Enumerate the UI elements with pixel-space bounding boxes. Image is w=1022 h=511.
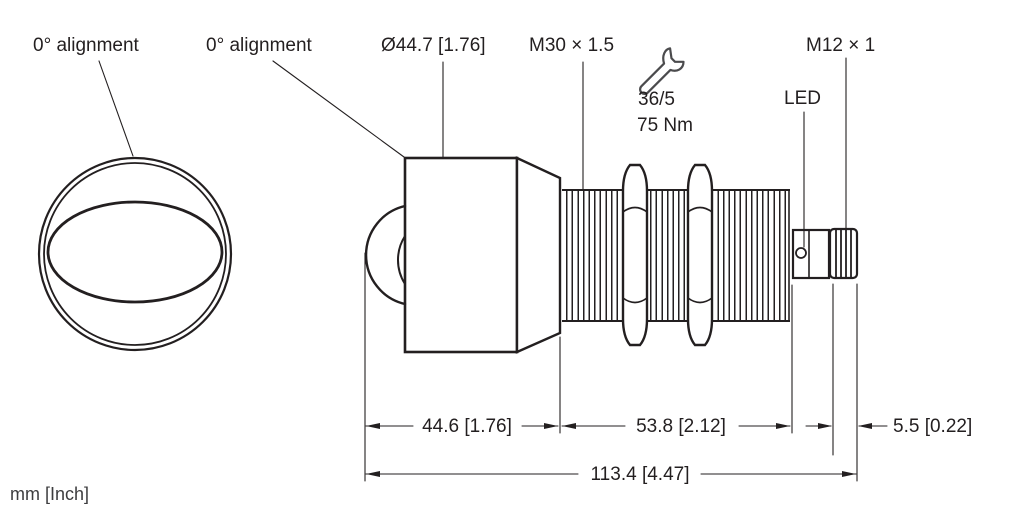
label-alignment-side: 0° alignment — [206, 35, 312, 56]
sensor-housing — [403, 156, 519, 354]
front-lens-ellipse — [46, 200, 224, 304]
hex-nut-1 — [621, 163, 649, 347]
m12-tip — [828, 227, 859, 280]
dimension-connector-tip: 5.5 [0.22] — [893, 416, 973, 437]
dimension-front-section: 44.6 [1.76] — [422, 416, 512, 437]
dimension-arrowheads — [366, 423, 872, 477]
label-alignment-front: 0° alignment — [33, 35, 139, 56]
wrench-icon — [639, 47, 685, 95]
dimension-overall: 113.4 [4.47] — [590, 464, 690, 485]
label-diameter: Ø44.7 [1.76] — [381, 35, 486, 56]
label-torque-value: 75 Nm — [637, 115, 693, 136]
units-note: mm [Inch] — [10, 484, 90, 504]
housing-taper — [515, 156, 562, 354]
dimension-barrel-section: 53.8 [2.12] — [636, 416, 726, 437]
led-indicator — [795, 247, 807, 259]
m30-thread-hatch — [562, 189, 790, 322]
label-led: LED — [784, 88, 821, 109]
extension-lines — [364, 252, 858, 482]
label-torque-key: 36/5 — [638, 89, 675, 110]
dome-lens — [364, 204, 407, 306]
front-inner-ring — [43, 162, 227, 346]
label-thread-m12: M12 × 1 — [806, 35, 876, 56]
leader-lines — [98, 57, 847, 248]
side-view — [364, 156, 859, 354]
label-thread-m30: M30 × 1.5 — [529, 35, 615, 56]
dome-lens-inner — [396, 235, 406, 285]
leader-alignment-side — [272, 60, 405, 158]
connector-body — [791, 228, 831, 280]
hex-nut-2 — [686, 163, 714, 347]
front-outer-ring — [37, 156, 233, 352]
front-view — [37, 156, 233, 352]
leader-alignment-front — [98, 60, 134, 157]
